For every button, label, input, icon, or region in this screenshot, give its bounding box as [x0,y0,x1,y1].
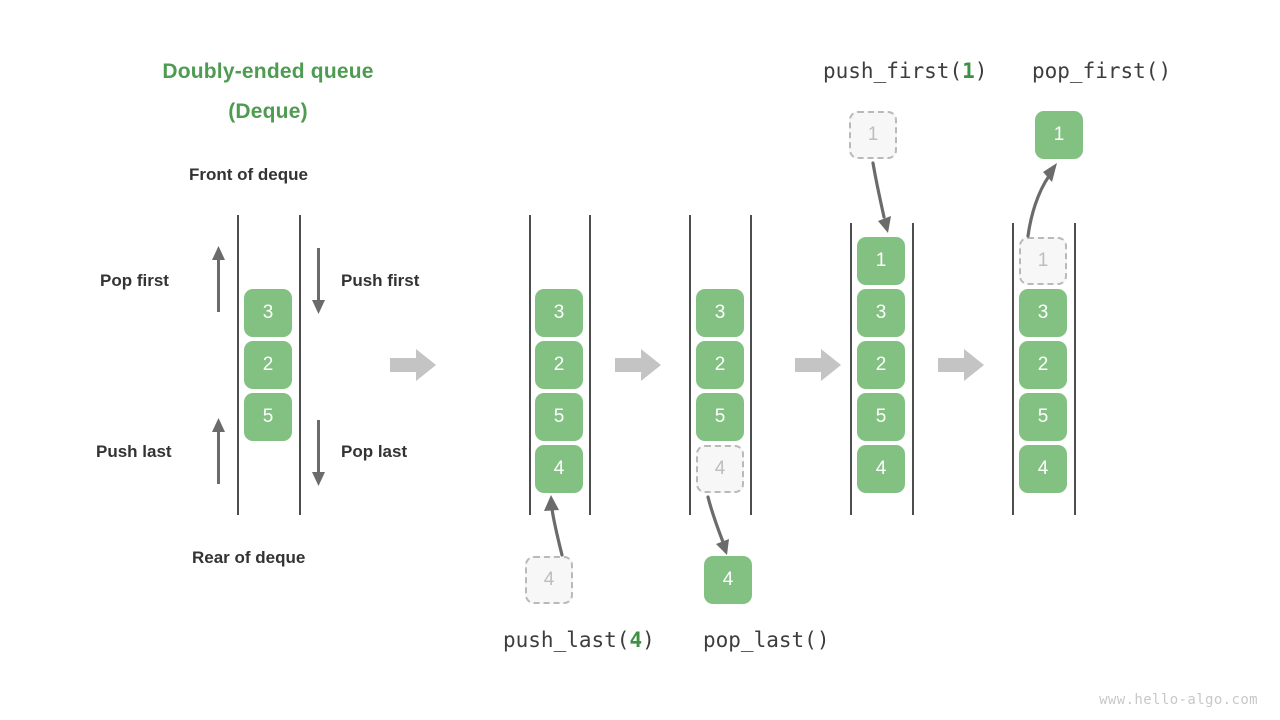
op-pop-last-name: pop_last [703,628,805,652]
deque-element: 2 [857,341,905,389]
deque-rail-left-pop-last [689,215,691,515]
deque-element: 5 [1019,393,1067,441]
op-push-last-name: push_last [503,628,617,652]
pop-last-label: Pop last [341,442,408,461]
deque-rail-left-overview [237,215,239,515]
pop-first-arrow-icon [212,246,225,312]
deque-element: 4 [1019,445,1067,493]
title-line-2: (Deque) [228,100,308,123]
deque-element-new: 1 [857,237,905,285]
deque-element: 5 [244,393,292,441]
push-first-label: Push first [341,271,420,290]
transition-arrow-icon [390,349,436,381]
op-push-last-label: push_last(4) [503,628,655,652]
op-pop-last-label: pop_last() [703,628,829,652]
deque-element: 3 [857,289,905,337]
op-push-first-arg: 1 [962,59,975,83]
page-title: Doubly-ended queue (Deque) [108,52,428,132]
deque-element: 4 [857,445,905,493]
deque-element-removed-ghost: 1 [1019,237,1067,285]
deque-element: 5 [857,393,905,441]
deque-state-initial-elements: 3 2 5 4 [535,289,583,493]
deque-element: 3 [696,289,744,337]
deque-state-pop-first-elements: 1 3 2 5 4 [1019,237,1067,493]
op-pop-first-close: ) [1158,59,1172,83]
incoming-element-ghost: 1 [849,111,897,159]
pop-first-motion-arrow-icon [1026,163,1057,238]
push-first-motion-arrow-icon [871,161,891,233]
deque-rail-right-pop-first [1074,223,1076,515]
op-push-first-label: push_first(1) [823,59,987,83]
deque-rail-left-push-first [850,223,852,515]
site-watermark: www.hello-algo.com [1099,692,1258,708]
push-first-arrow-icon [312,248,325,314]
pop-first-label: Pop first [100,271,169,290]
op-push-first-open: ( [949,59,963,83]
deque-element-new: 4 [535,445,583,493]
outgoing-element: 1 [1035,111,1083,159]
deque-rail-right-push-first [912,223,914,515]
op-pop-first-open: ( [1145,59,1159,83]
pop-last-motion-arrow-icon [706,495,729,555]
op-push-first-close: ) [974,59,988,83]
deque-element: 5 [696,393,744,441]
deque-element: 5 [535,393,583,441]
deque-state-pop-last-elements: 3 2 5 4 [696,289,744,493]
deque-element: 2 [244,341,292,389]
deque-rail-left-pop-first [1012,223,1014,515]
push-last-motion-arrow-icon [544,495,564,557]
op-pop-last-open: ( [804,628,817,652]
transition-arrow-icon [938,349,984,381]
op-push-last-open: ( [616,628,630,652]
op-push-last-arg: 4 [629,628,643,652]
deque-element: 2 [535,341,583,389]
push-last-label: Push last [96,442,172,461]
transition-arrow-icon [615,349,661,381]
deque-state-push-first-elements: 1 3 2 5 4 [857,237,905,493]
op-pop-first-name: pop_first [1032,59,1146,83]
title-line-1: Doubly-ended queue [162,60,374,83]
op-push-last-close: ) [642,628,655,652]
deque-element: 3 [244,289,292,337]
op-pop-first-label: pop_first() [1032,59,1171,83]
push-last-arrow-icon [212,418,225,484]
deque-element: 3 [535,289,583,337]
deque-rail-right-overview [299,215,301,515]
deque-rail-right-initial [589,215,591,515]
op-pop-last-close: ) [816,628,830,652]
deque-overview-elements: 3 2 5 [244,289,292,441]
deque-element-removed-ghost: 4 [696,445,744,493]
deque-element: 2 [1019,341,1067,389]
outgoing-element: 4 [704,556,752,604]
deque-element: 3 [1019,289,1067,337]
deque-element: 2 [696,341,744,389]
incoming-element-ghost: 4 [525,556,573,604]
deque-rail-right-pop-last [750,215,752,515]
deque-rail-left-initial [529,215,531,515]
rear-of-deque-label: Rear of deque [192,548,306,567]
op-push-first-name: push_first [823,59,950,83]
front-of-deque-label: Front of deque [189,165,308,184]
transition-arrow-icon [795,349,841,381]
pop-last-arrow-icon [312,420,325,486]
